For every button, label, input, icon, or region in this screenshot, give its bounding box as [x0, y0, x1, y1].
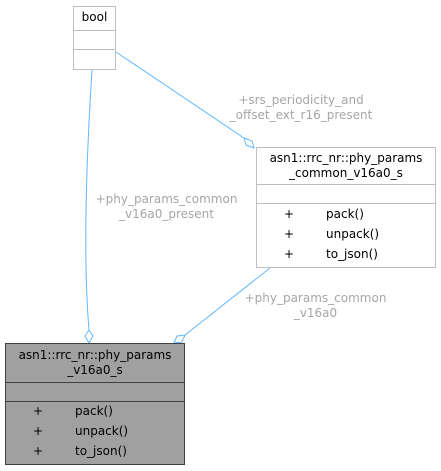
- edge-label-phy-params-common: +phy_params_common _v16a0: [234, 291, 397, 321]
- edge-common-to-main: [184, 267, 271, 336]
- class-common-title-line1: asn1::rrc_nr::phy_params: [269, 151, 423, 165]
- class-common-title-line2: _common_v16a0_s: [289, 166, 403, 180]
- op-visibility: +: [284, 227, 295, 241]
- op-visibility: +: [33, 444, 44, 458]
- class-phy-params-common-v16a0-s[interactable]: asn1::rrc_nr::phy_params _common_v16a0_s…: [256, 147, 436, 268]
- op-name: unpack(): [326, 227, 380, 241]
- op-name: pack(): [75, 404, 113, 418]
- edge-bool-to-main: [85, 69, 93, 331]
- edge-label-srs-periodicity: +srs_periodicity_and _offset_ext_r16_pre…: [218, 93, 384, 123]
- edge-bool-to-common: [115, 51, 245, 139]
- class-common-separator-1: [257, 184, 435, 185]
- op-visibility: +: [284, 247, 295, 261]
- diamond-main-right-end: [173, 334, 186, 344]
- class-bool-title: bool: [81, 10, 108, 24]
- op-name: unpack(): [75, 424, 129, 438]
- class-bool-separator-2: [74, 49, 115, 50]
- op-visibility: +: [33, 424, 44, 438]
- class-bool[interactable]: bool: [73, 6, 116, 70]
- diamond-common-end: [243, 137, 255, 149]
- edge-label-present-line2: _v16a0_present: [119, 207, 214, 221]
- op-name: pack(): [326, 207, 364, 221]
- diamond-main-left-end: [84, 329, 94, 345]
- edge-label-phy-params-common-present: +phy_params_common _v16a0_present: [85, 192, 248, 222]
- class-main-title-line2: _v16a0_s: [67, 363, 123, 377]
- class-main-separator-1: [6, 382, 184, 383]
- op-visibility: +: [33, 404, 44, 418]
- edge-label-srs-line2: _offset_ext_r16_present: [229, 108, 373, 122]
- op-visibility: +: [284, 207, 295, 221]
- edge-label-common-line2: _v16a0: [293, 306, 338, 320]
- edge-label-srs-line1: +srs_periodicity_and: [238, 93, 364, 107]
- op-name: to_json(): [326, 247, 378, 261]
- op-name: to_json(): [75, 444, 127, 458]
- class-main-separator-2: [6, 401, 184, 402]
- class-common-separator-2: [257, 203, 435, 204]
- class-bool-separator-1: [74, 30, 115, 31]
- edge-label-present-line1: +phy_params_common: [95, 192, 238, 206]
- edge-label-common-line1: +phy_params_common: [244, 291, 387, 305]
- class-main-title-line1: asn1::rrc_nr::phy_params: [18, 348, 172, 362]
- class-phy-params-v16a0-s[interactable]: asn1::rrc_nr::phy_params _v16a0_s + pack…: [5, 343, 185, 465]
